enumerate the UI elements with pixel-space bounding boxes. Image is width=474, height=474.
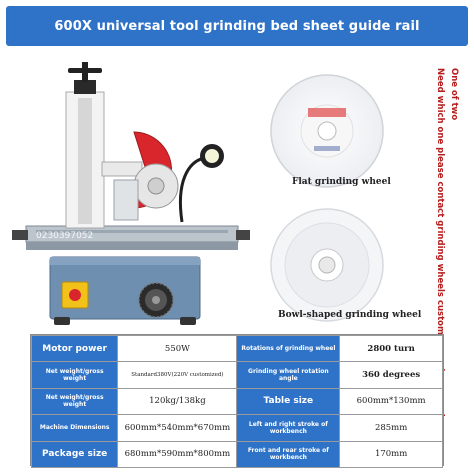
spec-value: 680mm*590mm*800mm xyxy=(117,440,238,468)
grinding-machine-illustration: 0230397052 xyxy=(6,52,256,332)
spec-label: Left and right stroke of workbench xyxy=(236,414,341,442)
table-row: Motor power 550W Rotations of grinding w… xyxy=(30,334,443,363)
spec-label: Motor power xyxy=(30,334,119,363)
machine-watermark: 0230397052 xyxy=(36,231,93,241)
spec-value: 550W xyxy=(117,334,238,363)
spec-value: 170mm xyxy=(339,440,443,468)
spec-value: 2800 turn xyxy=(339,334,443,363)
spec-label: Grinding wheel rotation angle xyxy=(236,361,341,389)
work-lamp-icon xyxy=(200,144,224,168)
spec-label: Table size xyxy=(236,387,341,416)
spec-label: Rotations of grinding wheel xyxy=(236,334,341,363)
banner-title: 600X universal tool grinding bed sheet g… xyxy=(54,18,420,34)
spec-value: 600mm*540mm*670mm xyxy=(117,414,238,442)
spec-value: 360 degrees xyxy=(339,361,443,389)
bowl-grinding-wheel-image xyxy=(264,202,390,328)
bowl-wheel-label: Bowl-shaped grinding wheel xyxy=(278,310,422,320)
handwheel-icon xyxy=(138,282,174,318)
grinding-machine-graphic: 0230397052 xyxy=(12,62,250,325)
side-note-line2: Need which one please contact grinding w… xyxy=(435,68,445,425)
spec-label: Machine Dimensions xyxy=(30,414,119,442)
spec-value: 285mm xyxy=(339,414,443,442)
flat-grinding-wheel-image xyxy=(264,68,390,194)
side-note-line1: One of two xyxy=(449,68,459,121)
spec-label: Package size xyxy=(30,440,119,468)
table-row: Net weight/gross weight 120kg/138kg Tabl… xyxy=(30,387,443,416)
product-photo-area: 0230397052 Flat grinding wheel Bowl-s xyxy=(6,52,468,332)
spec-label: Front and rear stroke of workbench xyxy=(236,440,341,468)
spec-value: 600mm*130mm xyxy=(339,387,443,416)
spec-value: Standard380V(220V customized) xyxy=(117,361,238,389)
flat-wheel-label: Flat grinding wheel xyxy=(292,177,391,187)
spec-label: Net weight/gross weight xyxy=(30,387,119,416)
specs-table: Motor power 550W Rotations of grinding w… xyxy=(30,334,444,468)
title-banner: 600X universal tool grinding bed sheet g… xyxy=(6,6,468,46)
spec-value: 120kg/138kg xyxy=(117,387,238,416)
table-row: Package size 680mm*590mm*800mm Front and… xyxy=(30,440,443,468)
table-row: Machine Dimensions 600mm*540mm*670mm Lef… xyxy=(30,414,443,442)
spec-label: Net weight/gross weight xyxy=(30,361,119,389)
table-row: Net weight/gross weight Standard380V(220… xyxy=(30,361,443,389)
